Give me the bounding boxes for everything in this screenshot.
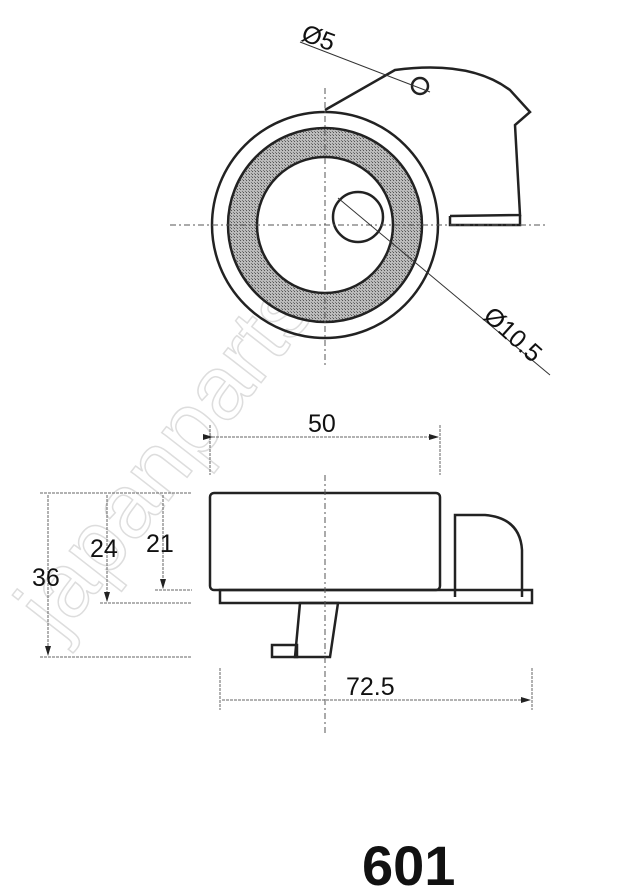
total-length-dimension: 72.5 <box>346 673 395 701</box>
side-view: 50 72.5 36 24 21 <box>32 410 534 735</box>
pivot-stem <box>293 601 340 659</box>
bolt-hole-label: Ø10.5 <box>478 302 547 368</box>
height-total-dimension: 36 <box>32 564 60 592</box>
small-hole-label: Ø5 <box>298 19 339 57</box>
watermark-logo: japanparts <box>0 260 335 655</box>
height-pulley-dimension: 21 <box>146 530 174 558</box>
top-view: Ø5 Ø10.5 <box>170 19 551 376</box>
small-hole <box>410 76 430 96</box>
height-mid-dimension: 24 <box>90 535 118 563</box>
base-plate <box>218 588 534 605</box>
part-number: 601 <box>362 834 455 893</box>
tensioner-bracket <box>324 66 532 218</box>
bracket-tab <box>453 513 524 597</box>
bolt-hole <box>331 190 385 244</box>
pivot-foot <box>270 643 299 659</box>
width-dimension: 50 <box>308 410 336 438</box>
